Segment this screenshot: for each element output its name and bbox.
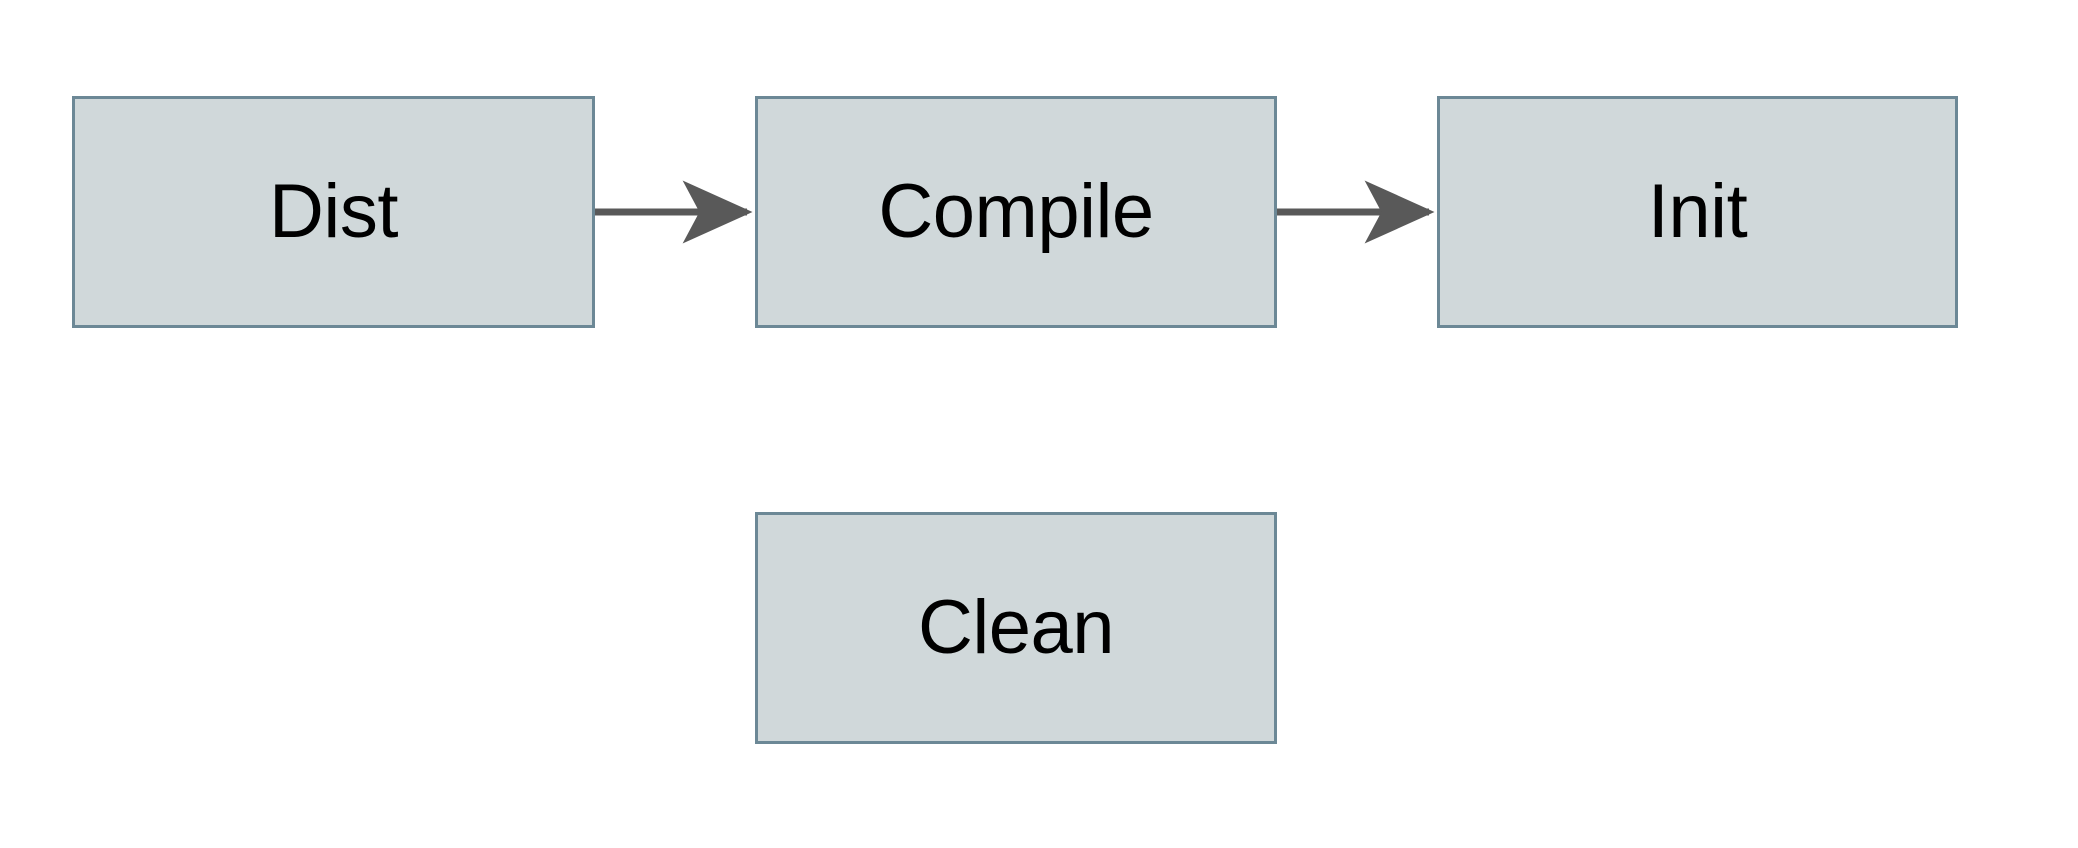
node-init-label: Init xyxy=(1647,169,1748,254)
node-compile-label: Compile xyxy=(878,169,1154,254)
node-clean[interactable]: Clean xyxy=(755,512,1277,744)
edge-dist-to-compile-hit[interactable] xyxy=(595,194,755,230)
node-init[interactable]: Init xyxy=(1437,96,1958,328)
node-compile[interactable]: Compile xyxy=(755,96,1277,328)
node-clean-label: Clean xyxy=(917,585,1115,670)
node-dist-label: Dist xyxy=(269,169,398,254)
node-dist[interactable]: Dist xyxy=(72,96,595,328)
edge-compile-to-init-hit[interactable] xyxy=(1277,194,1437,230)
